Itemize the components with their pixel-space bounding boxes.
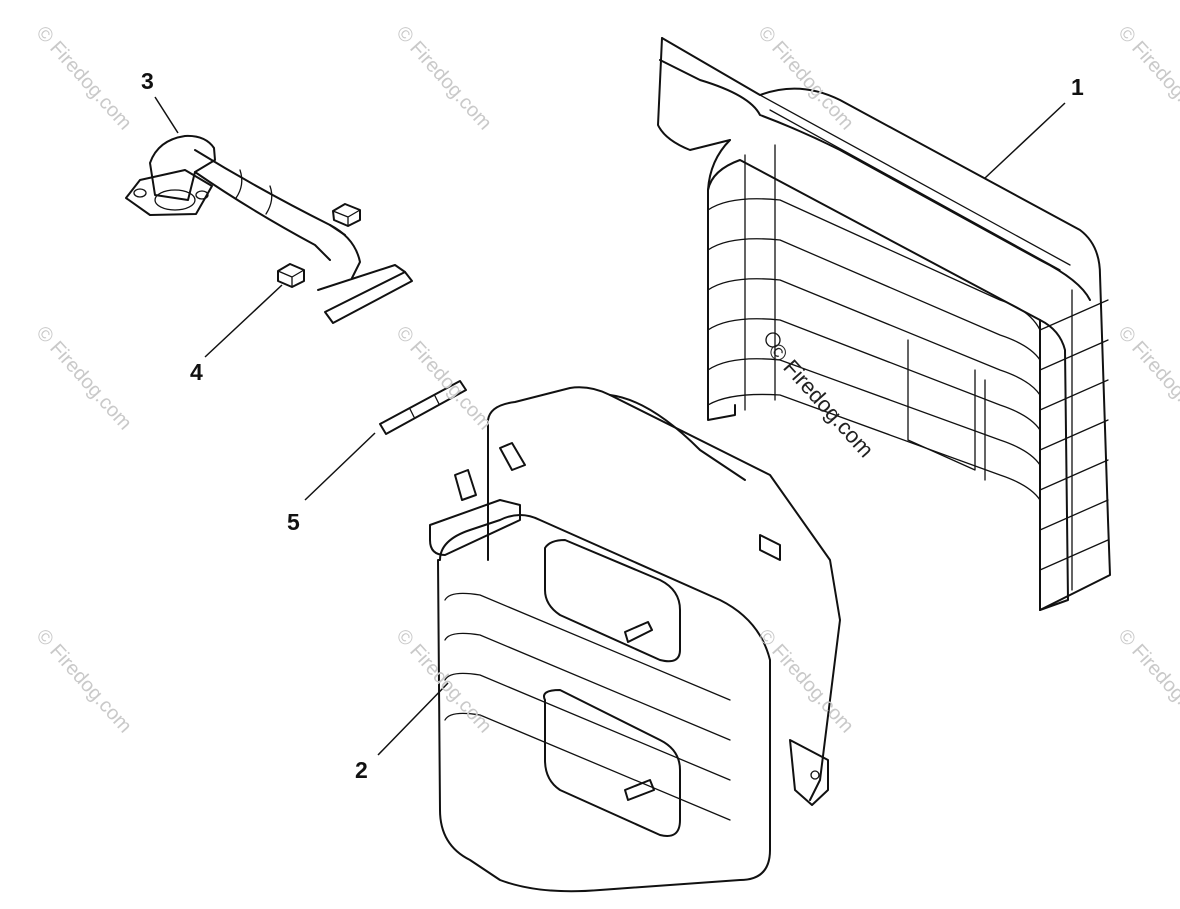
callout-2: 2 [355, 757, 368, 783]
part-nut-1 [332, 203, 361, 227]
callout-5: 5 [287, 509, 300, 535]
part-nut-2 [277, 263, 305, 288]
part-exhaust-pipe [125, 134, 413, 324]
callout-3: 3 [141, 68, 154, 94]
callout-4: 4 [190, 359, 203, 385]
part-gasket [379, 380, 467, 435]
leader-line-1 [984, 102, 1066, 179]
leader-line-5 [304, 432, 376, 501]
callout-1: 1 [1071, 74, 1084, 100]
part-heat-shield [657, 37, 1111, 611]
leader-line-2 [377, 682, 449, 756]
leader-line-4 [204, 284, 283, 358]
leader-line-3 [154, 96, 179, 134]
part-muffler [429, 386, 841, 893]
